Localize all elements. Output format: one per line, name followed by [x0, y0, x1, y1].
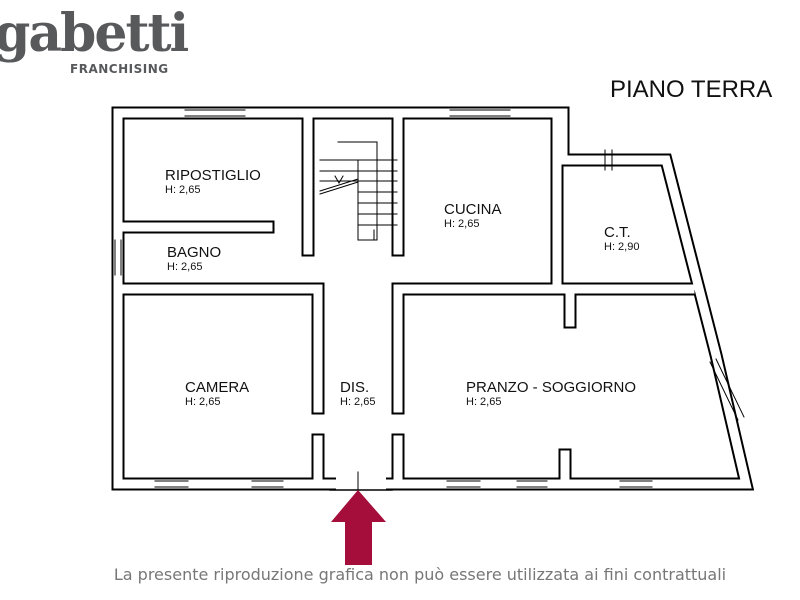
room-bagno: BAGNO H: 2,65 — [167, 244, 222, 274]
room-pranzo-soggiorno: PRANZO - SOGGIORNO H: 2,65 — [466, 379, 637, 409]
room-name: RIPOSTIGLIO — [165, 167, 261, 184]
room-height: H: 2,65 — [185, 396, 221, 408]
logo-wordmark: gabetti — [0, 3, 189, 64]
room-name: CUCINA — [444, 201, 502, 218]
room-ct: C.T. H: 2,90 — [604, 224, 640, 254]
room-name: BAGNO — [167, 244, 222, 261]
disclaimer-text: La presente riproduzione grafica non può… — [113, 565, 727, 584]
logo-subtitle: FRANCHISING — [70, 62, 169, 76]
room-camera: CAMERA H: 2,65 — [185, 379, 250, 409]
room-name: PRANZO - SOGGIORNO — [466, 379, 637, 396]
room-name: CAMERA — [185, 379, 250, 396]
room-name: DIS. — [340, 379, 370, 396]
floor-title: PIANO TERRA — [610, 76, 773, 103]
room-height: H: 2,65 — [340, 396, 376, 408]
room-disimpegno: DIS. H: 2,65 — [340, 379, 376, 409]
room-height: H: 2,90 — [604, 241, 640, 253]
entrance-arrow-icon — [331, 490, 386, 565]
walls-fill — [113, 108, 752, 489]
gabetti-logo: gabetti FRANCHISING — [0, 3, 189, 77]
room-ripostiglio: RIPOSTIGLIO H: 2,65 — [165, 167, 261, 197]
windows — [114, 109, 745, 488]
room-cucina: CUCINA H: 2,65 — [444, 201, 502, 231]
room-height: H: 2,65 — [167, 261, 203, 273]
room-name: C.T. — [604, 224, 631, 241]
room-height: H: 2,65 — [165, 184, 201, 196]
staircase — [319, 141, 398, 241]
room-height: H: 2,65 — [444, 218, 480, 230]
room-height: H: 2,65 — [466, 396, 502, 408]
